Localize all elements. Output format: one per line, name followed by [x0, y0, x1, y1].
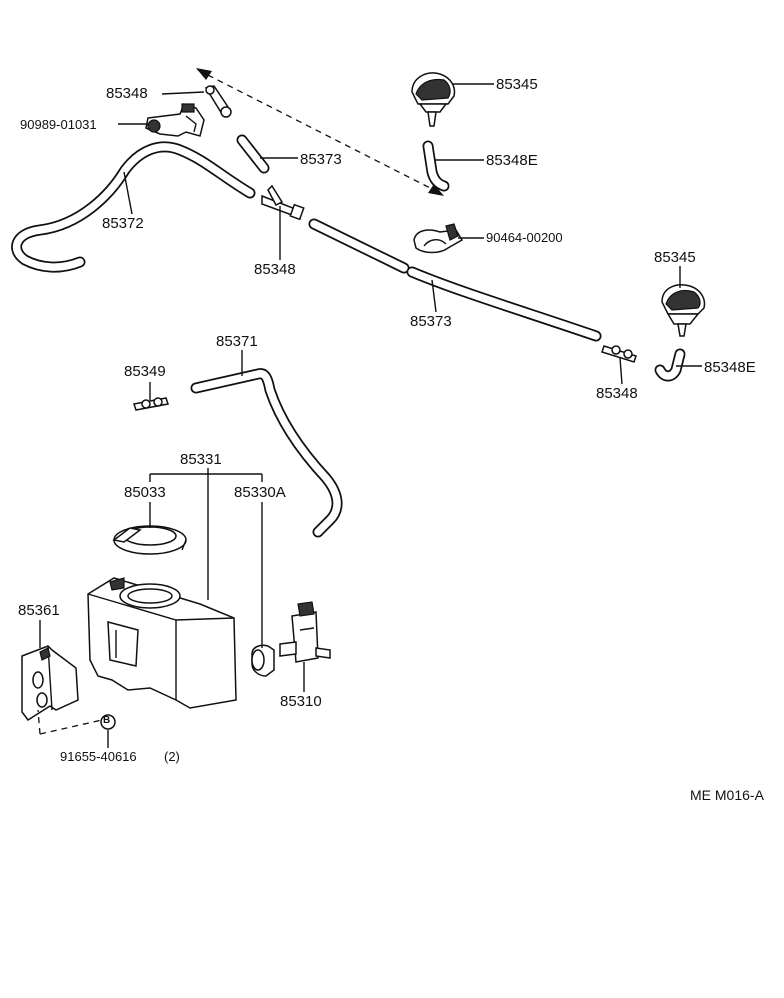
label-85310: 85310 — [280, 693, 322, 710]
label-91655-qty: (2) — [164, 749, 180, 764]
connector-85348-top — [204, 85, 232, 118]
bolt-dash-leader-2 — [37, 709, 41, 735]
connector-85349 — [133, 397, 169, 411]
cap-85033 — [112, 525, 187, 555]
bolt-91655 — [100, 714, 116, 730]
hose-85372 — [11, 141, 256, 273]
label-85033: 85033 — [124, 484, 166, 501]
label-85361: 85361 — [18, 602, 60, 619]
label-85345-top: 85345 — [496, 76, 538, 93]
nozzle-85345-top — [411, 72, 456, 127]
elbow-85348E-right — [654, 348, 686, 382]
hose-85373-short — [236, 134, 270, 174]
washer-tank — [87, 577, 237, 709]
hose-85373-long — [406, 266, 602, 342]
label-90989-01031: 90989-01031 — [20, 117, 97, 132]
label-85330A: 85330A — [234, 484, 286, 501]
label-85331: 85331 — [180, 451, 222, 468]
leader-lines — [39, 83, 702, 748]
dashed-guide-arrow — [196, 68, 444, 196]
label-85348E-top: 85348E — [486, 152, 538, 169]
grommet-85330A — [251, 644, 275, 677]
elbow-85348E-top — [422, 140, 450, 192]
clip-90989 — [145, 103, 205, 137]
pump-85310 — [279, 601, 331, 663]
label-85348E-right: 85348E — [704, 359, 756, 376]
connector-85348-right — [601, 345, 637, 363]
label-90464-00200: 90464-00200 — [486, 230, 563, 245]
diagram-reference-code: ME M016-A — [690, 787, 764, 803]
label-85373-mid: 85373 — [410, 313, 452, 330]
t-joint-85348 — [261, 184, 305, 221]
label-85373-top: 85373 — [300, 151, 342, 168]
label-85348-top: 85348 — [106, 85, 148, 102]
label-85348-mid: 85348 — [254, 261, 296, 278]
bolt-marker-letter: B — [103, 715, 111, 726]
label-85349: 85349 — [124, 363, 166, 380]
label-85348-right: 85348 — [596, 385, 638, 402]
bracket-85361 — [21, 645, 79, 722]
bolt-dash-leader — [39, 719, 103, 735]
label-85345-right: 85345 — [654, 249, 696, 266]
hose-85371 — [190, 368, 343, 538]
label-91655-40616: 91655-40616 — [60, 749, 137, 764]
hose-85373-mid — [308, 218, 410, 274]
label-85371: 85371 — [216, 333, 258, 350]
label-85372: 85372 — [102, 215, 144, 232]
clip-90464 — [413, 223, 464, 254]
nozzle-85345-right — [661, 284, 706, 337]
